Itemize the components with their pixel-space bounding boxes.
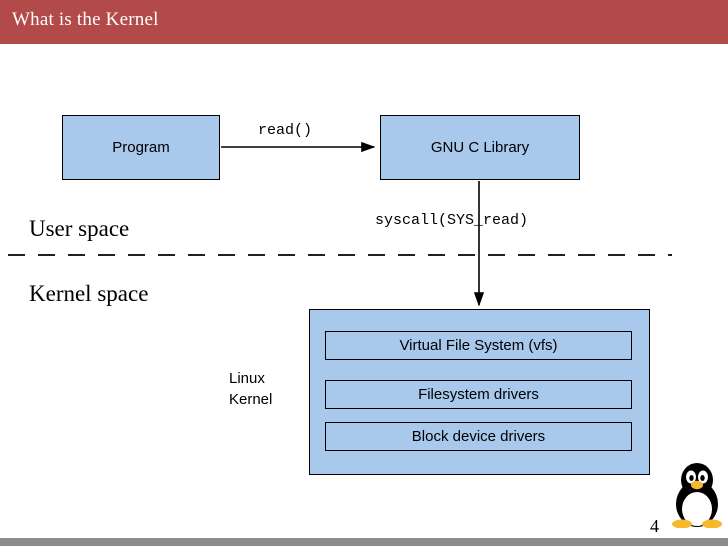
linux-kernel-caption: Linux Kernel [229,368,272,410]
linux-kernel-caption-line1: Linux [229,370,265,387]
block-device-drivers-box: Block device drivers [325,422,632,451]
read-call-label: read() [258,122,313,139]
linux-kernel-caption-line2: Kernel [229,391,273,408]
user-space-label: User space [29,216,130,241]
filesystem-drivers-box: Filesystem drivers [325,380,632,409]
slide-bottom-bar [0,538,728,546]
filesystem-drivers-label: Filesystem drivers [418,386,539,403]
tux-penguin-logo [672,463,722,528]
virtual-file-system-box: Virtual File System (vfs) [325,331,632,360]
virtual-file-system-label: Virtual File System (vfs) [399,337,558,354]
page-number: 4 [650,516,659,536]
slide-title-bar: What is the Kernel [0,0,728,44]
program-box-label: Program [112,139,170,156]
gnu-c-library-box-label: GNU C Library [430,139,530,156]
gnu-c-library-box: GNU C Library [380,115,580,180]
program-box: Program [62,115,220,180]
syscall-label: syscall(SYS_read) [375,212,529,229]
block-device-drivers-label: Block device drivers [411,428,546,445]
page-title: What is the Kernel [12,9,159,30]
kernel-space-label: Kernel space [29,281,149,306]
